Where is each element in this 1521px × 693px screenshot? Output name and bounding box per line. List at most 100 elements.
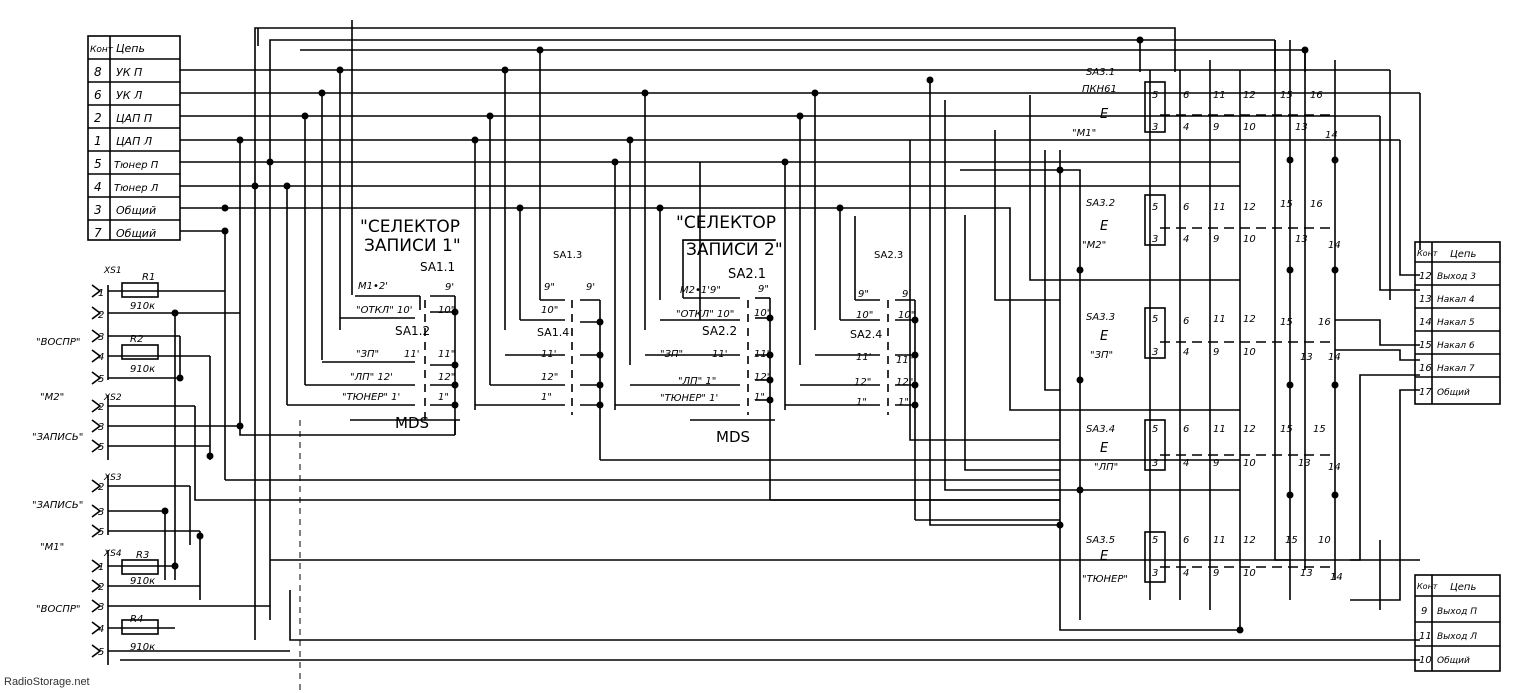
- left-table-pin: 2: [94, 111, 102, 125]
- right-table-header-circuit: Цепь: [1450, 249, 1476, 260]
- selector-2-pos: "ЛП" 1": [678, 376, 716, 387]
- selector-2-contact: 12": [854, 377, 871, 388]
- right-pin-table-bottom: [1414, 574, 1501, 672]
- sa3-section-pos: "М1": [1072, 128, 1096, 139]
- pin-number: 2: [98, 402, 104, 413]
- sa3-section-label: SA3.5: [1086, 535, 1115, 546]
- label-m2: "М2": [40, 392, 64, 403]
- connectors-xs: [91, 231, 1060, 665]
- sa3-e-label: E: [1100, 219, 1109, 234]
- selector-1-pos: "ОТКЛ" 10': [356, 305, 412, 316]
- sa3-contact: 3: [1152, 234, 1158, 245]
- selector-2-contact: 1": [856, 397, 867, 408]
- label-zapis-1: "ЗАПИСЬ": [32, 432, 83, 443]
- right-table-circuit: Накал 7: [1437, 364, 1475, 374]
- right-table-circuit: Выход П: [1437, 607, 1477, 617]
- left-pin-table: [87, 35, 181, 241]
- selector-1-contact: 1": [438, 392, 449, 403]
- sa3-contact: 6: [1183, 90, 1189, 101]
- sa3-contact: 9: [1213, 568, 1219, 579]
- selector-2-pos: M2•1'9": [680, 285, 721, 296]
- sa3-contact: 12: [1243, 314, 1256, 325]
- sa3-contact: 14: [1328, 240, 1341, 251]
- sa3-contact: 3: [1152, 122, 1158, 133]
- left-table-circuit: Общий: [116, 204, 156, 217]
- pin-number: 3: [98, 507, 104, 518]
- sa3-contact: 9: [1213, 122, 1219, 133]
- selector-1-contact: 10": [438, 305, 455, 316]
- label-m1: "М1": [40, 542, 64, 553]
- selector-2-contact: 9": [758, 284, 769, 295]
- sa3-e-label: E: [1100, 441, 1109, 456]
- pin-number: 3: [98, 332, 104, 343]
- sa3-contact: 13: [1298, 458, 1311, 469]
- sa3-model: ПКН61: [1082, 84, 1117, 95]
- sa3-contact: 13: [1300, 352, 1313, 363]
- selector-2-contact: 1": [754, 392, 765, 403]
- sa3-contact: 3: [1152, 347, 1158, 358]
- sa3-contact: 10: [1243, 347, 1256, 358]
- selector-1-contact: 10": [541, 305, 558, 316]
- xs3-label: XS3: [103, 473, 122, 483]
- sa3-contact: 15: [1280, 199, 1293, 210]
- pin-number: 3: [98, 422, 104, 433]
- selector-2-pos: "ОТКЛ" 10": [676, 309, 734, 320]
- left-table-pin: 6: [94, 88, 102, 102]
- right-table-circuit: Общий: [1437, 388, 1470, 398]
- pin-number: 2: [98, 310, 104, 321]
- sa3-contact: 9: [1213, 458, 1219, 469]
- sa3-section-pos: "ТЮНЕР": [1082, 574, 1128, 585]
- sa3-contact: 13: [1295, 234, 1308, 245]
- pin-number: 2: [98, 582, 104, 593]
- sa3-contact: 12: [1243, 202, 1256, 213]
- left-table-header-circuit: Цепь: [116, 42, 145, 55]
- selector-2-contact: 11": [896, 355, 913, 366]
- sa3-contact: 12: [1243, 90, 1256, 101]
- sa3-contact: 4: [1183, 347, 1189, 358]
- sa3-contact: 5: [1152, 535, 1158, 546]
- sa3-section-label: SA3.2: [1086, 198, 1115, 209]
- r3-value: 910к: [130, 576, 155, 587]
- sa3-contact: 15: [1285, 535, 1298, 546]
- sa3-contact: 15: [1280, 90, 1293, 101]
- watermark: RadioStorage.net: [4, 676, 90, 688]
- selector-1-contact: 11": [438, 349, 455, 360]
- selector-2-sw-sub: SA2.2: [702, 324, 737, 338]
- right-pin-table-top: [1414, 241, 1501, 405]
- selector-1-contact: 12": [438, 372, 455, 383]
- sa3-section-pos: "ЗП": [1090, 350, 1113, 361]
- left-table-header-pin: Конт: [90, 45, 114, 55]
- sa3-contact: 11: [1213, 424, 1226, 435]
- sa3-section-pos: "М2": [1082, 240, 1106, 251]
- right-table-header-pin: Конт: [1417, 249, 1438, 258]
- selector-1-sw-sub: SA1.2: [395, 324, 430, 338]
- pin-number: 5: [98, 374, 104, 385]
- sa3-contact: 10: [1243, 568, 1256, 579]
- selector-1-type: MDS: [395, 414, 429, 432]
- selector-1-section-2: [475, 299, 601, 460]
- sa3-contact: 16: [1310, 90, 1323, 101]
- right-table-pin: 11: [1419, 631, 1432, 642]
- left-table-circuit: ЦАП П: [116, 112, 152, 125]
- selector-1-title: "СЕЛЕКТОР: [360, 217, 460, 237]
- xs2-label: XS2: [103, 393, 122, 403]
- sa3-contact: 13: [1295, 122, 1308, 133]
- sa3-contact: 5: [1152, 202, 1158, 213]
- right-table-pin: 13: [1419, 294, 1432, 305]
- selector-1-pos: M1•2': [358, 281, 388, 292]
- sa3-e-label: E: [1100, 329, 1109, 344]
- sa3-contact: 10: [1243, 234, 1256, 245]
- left-table-pin: 3: [94, 203, 102, 217]
- sa3-section-label: SA3.4: [1086, 424, 1115, 435]
- selector-2-sw-right-sub: SA2.4: [850, 328, 882, 341]
- selector-1-contact: 9": [544, 282, 555, 293]
- sa3-contact: 14: [1325, 130, 1338, 141]
- sa3-contact: 3: [1152, 568, 1158, 579]
- sa3-contact: 13: [1300, 568, 1313, 579]
- label-vospr-2: "ВОСПР": [36, 604, 80, 615]
- selector-1-pos: "ЗП": [356, 349, 379, 360]
- pin-number: 4: [98, 624, 104, 635]
- sa3-contact: 11: [1213, 202, 1226, 213]
- selector-1-switch: [287, 295, 460, 435]
